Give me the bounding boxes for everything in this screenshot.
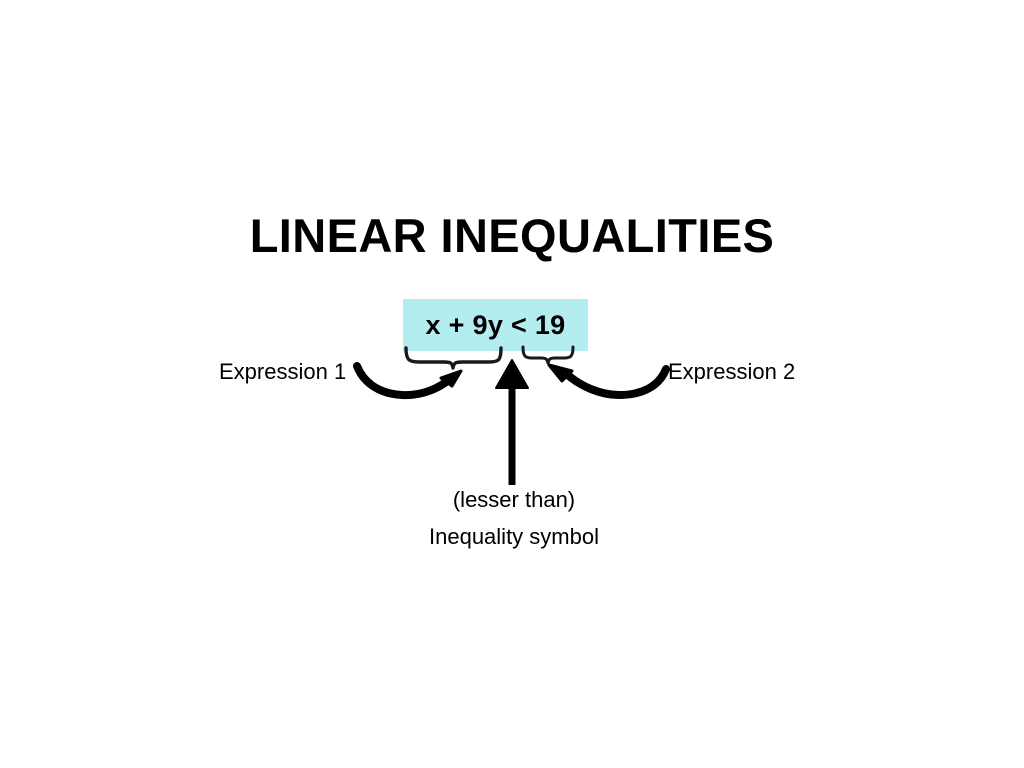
- label-expression-2: Expression 2: [668, 359, 796, 384]
- label-expression-1: Expression 1: [219, 359, 347, 384]
- curved-arrow-left-icon: [547, 363, 670, 400]
- label-lesser-than: (lesser than): [452, 487, 576, 512]
- page-title: LINEAR INEQUALITIES: [249, 209, 775, 262]
- inequality-expression: x + 9y < 19: [425, 309, 566, 340]
- expression-highlight-box: [403, 299, 588, 351]
- arrow-up-icon: [495, 359, 529, 485]
- curved-arrow-right-icon: [353, 362, 463, 400]
- label-inequality-symbol: Inequality symbol: [429, 524, 599, 549]
- curly-brace-down-icon-left: [404, 346, 503, 370]
